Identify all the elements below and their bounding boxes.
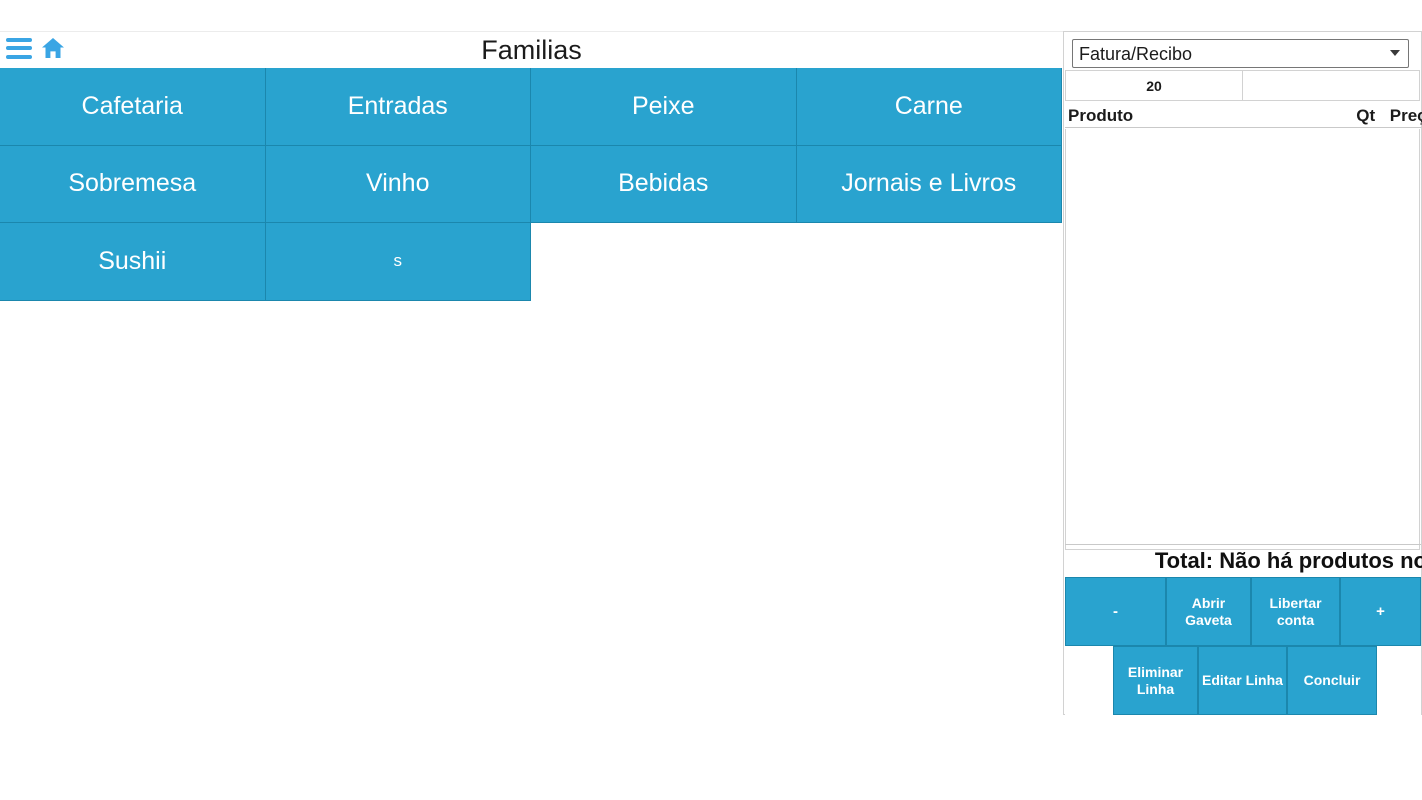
category-tile-s[interactable]: s bbox=[265, 223, 531, 301]
category-tile-sushii[interactable]: Sushii bbox=[0, 223, 266, 301]
order-panel: Fatura/Recibo 20 Produto Qt Preço Total:… bbox=[1063, 31, 1422, 715]
order-total-text: Total: Não há produtos no bbox=[1154, 548, 1422, 573]
column-header-produto: Produto bbox=[1068, 105, 1134, 125]
nav-icon-group bbox=[6, 37, 65, 59]
eliminar-linha-button[interactable]: Eliminar Linha bbox=[1113, 646, 1198, 715]
spacer-cell-left bbox=[1065, 646, 1113, 715]
table-number-cell[interactable]: 20 bbox=[1065, 70, 1243, 101]
category-tile-jornais-e-livros[interactable]: Jornais e Livros bbox=[796, 145, 1062, 223]
column-header-preco: Preço bbox=[1389, 105, 1422, 125]
page-title: Familias bbox=[481, 35, 582, 65]
abrir-gaveta-button[interactable]: Abrir Gaveta bbox=[1166, 577, 1251, 646]
order-action-row-1: - Abrir Gaveta Libertar conta + bbox=[1065, 577, 1421, 646]
column-header-qt: Qt bbox=[1356, 105, 1376, 125]
category-tile-sobremesa[interactable]: Sobremesa bbox=[0, 145, 266, 223]
concluir-button[interactable]: Concluir bbox=[1287, 646, 1377, 715]
order-list-header: Produto Qt Preço bbox=[1065, 104, 1422, 128]
category-row: Sushii s bbox=[0, 223, 1063, 301]
category-grid: Cafetaria Entradas Peixe Carne Sobremesa… bbox=[0, 68, 1063, 301]
hamburger-icon[interactable] bbox=[6, 37, 32, 59]
decrement-button[interactable]: - bbox=[1065, 577, 1166, 646]
category-tile-bebidas[interactable]: Bebidas bbox=[531, 145, 797, 223]
top-bar: Familias bbox=[0, 31, 1063, 69]
document-type-select-wrapper: Fatura/Recibo bbox=[1072, 39, 1409, 68]
category-row: Sobremesa Vinho Bebidas Jornais e Livros bbox=[0, 145, 1063, 223]
spacer-cell-right bbox=[1377, 646, 1421, 715]
order-list-body[interactable] bbox=[1065, 129, 1420, 550]
category-row: Cafetaria Entradas Peixe Carne bbox=[0, 68, 1063, 146]
home-icon[interactable] bbox=[41, 37, 65, 59]
document-type-select[interactable]: Fatura/Recibo bbox=[1072, 39, 1409, 68]
category-tile-vinho[interactable]: Vinho bbox=[265, 145, 531, 223]
order-action-buttons: - Abrir Gaveta Libertar conta + Eliminar… bbox=[1065, 577, 1421, 715]
order-action-row-2: Eliminar Linha Editar Linha Concluir bbox=[1065, 646, 1421, 715]
increment-button[interactable]: + bbox=[1340, 577, 1421, 646]
category-tile-cafetaria[interactable]: Cafetaria bbox=[0, 68, 266, 146]
libertar-conta-button[interactable]: Libertar conta bbox=[1251, 577, 1340, 646]
category-tile-entradas[interactable]: Entradas bbox=[265, 68, 531, 146]
editar-linha-button[interactable]: Editar Linha bbox=[1198, 646, 1287, 715]
category-tile-peixe[interactable]: Peixe bbox=[531, 68, 797, 146]
order-meta-secondary-cell[interactable] bbox=[1243, 70, 1420, 101]
category-tile-carne[interactable]: Carne bbox=[796, 68, 1062, 146]
order-total-row: Total: Não há produtos no bbox=[1065, 544, 1422, 577]
order-meta-row: 20 bbox=[1065, 70, 1420, 101]
